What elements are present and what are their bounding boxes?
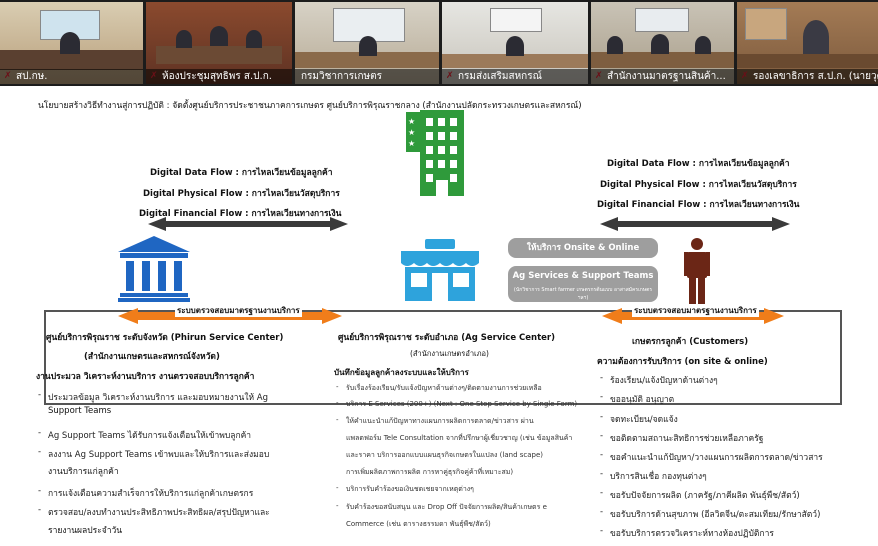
ag-services-pill-title: Ag Services & Support Teams [512,271,654,281]
video-tile[interactable]: ✗ ห้องประชุมสุทธิพร ส.ป.ก. [146,2,292,84]
col3-heading: ความต้องการรับบริการ (on site & online) [597,357,768,367]
col3-item: ขอติดตามสถานะสิทธิการช่วยเหลือภาครัฐ [600,431,763,445]
col2-item: บริการ E Services (200+) (Next : One Sto… [336,399,577,410]
col3-title: เกษตรกรลูกค้า (Customers) [632,337,749,347]
monitor-label-left: ระบบตรวจสอบมาตรฐานงานบริการ [175,304,302,317]
participant-name: รองเลขาธิการ ส.ป.ก. (นายวุฒิ... [737,69,878,84]
col1-item-cont: รายงานผลประจำวัน [48,526,123,536]
col2-item-cont: Commerce (เช่น ตารางธรรมดา พันธุ์พืช/สัต… [346,520,491,528]
col2-item-cont: และราคา บริการออกแบบแผนธุรกิจเกษตรในแปลง… [346,451,544,459]
flow-text-right-3: Digital Financial Flow : การไหลเวียนทางก… [597,200,800,210]
col1-item: Ag Support Teams ได้รับการแจ้งเตือนให้เข… [38,428,251,442]
col3-item: บริการสินเชื่อ กองทุนต่างๆ [600,469,707,483]
col1-heading: งานประมวล วิเคราะห์งานบริการ งานตรวจสอบบ… [36,372,255,382]
col2-item: บริการรับคำร้องขอเงินชดเชยจากเหตุต่างๆ [336,484,474,495]
col1-item-cont: งานบริการแก่ลูกค้า [48,467,119,477]
col1-subtitle: (สำนักงานเกษตรและสหกรณ์จังหวัด) [84,352,220,362]
ag-services-pill-sub: (นักวิชาการ Smart farmer เกษตรกรต้นแบบ อ… [513,287,653,301]
video-tile-strip: ✗ สป.กษ. ✗ ห้องประชุมสุทธิพร ส.ป.ก. กรมว… [0,0,878,86]
flow-text-left-1: Digital Data Flow : การไหลเวียนข้อมูลลูก… [150,168,333,178]
col2-item-cont: การเพิ่มผลิตภาพการผลิต การหาคู่ธุรกิจคู่… [346,468,514,476]
video-tile[interactable]: ✗ กรมส่งเสริมสหกรณ์ [442,2,588,84]
col1-item: ตรวจสอบ/ลงบทำงานประสิทธิภาพประสิทธิผล/สร… [38,505,270,519]
shared-slide: นโยบายสร้างวิธีทำงานสู่การปฏิบัติ : จัดต… [0,86,878,546]
col1-title: ศูนย์บริการพิรุณราช ระดับจังหวัด (Phirun… [46,333,284,343]
flow-arrow-right [600,217,790,231]
flow-text-right-2: Digital Physical Flow : การไหลเวียนวัสดุ… [600,180,797,190]
customer-person-icon [684,238,710,306]
office-building-icon: ★ ★ ★ [406,110,464,196]
ag-services-pill: Ag Services & Support Teams (นักวิชาการ … [508,266,658,302]
col1-item: การแจ้งเตือนความสำเร็จการให้บริการแก่ลูก… [38,486,253,500]
col2-subtitle: (สำนักงานเกษตรอำเภอ) [410,349,489,358]
svg-text:★: ★ [408,139,415,148]
participant-name: กรมส่งเสริมสหกรณ์ [442,69,588,84]
col3-item: ขอรับบริการด้านสุขภาพ (อีลวิดจีน/ตะสมเที… [600,507,820,521]
col2-item: รับคำร้องขอสนับสนุน และ Drop Off ปัจจัยก… [336,502,547,513]
col3-item: จดทะเบียน/จดแจ้ง [600,412,678,426]
participant-name: ห้องประชุมสุทธิพร ส.ป.ก. [146,69,292,84]
video-tile[interactable]: กรมวิชาการเกษตร [295,2,439,84]
flow-text-right-1: Digital Data Flow : การไหลเวียนข้อมูลลูก… [607,159,790,169]
col2-item-cont: แพลตฟอร์ม Tele Consultation จากที่ปรึกษา… [346,434,573,442]
svg-text:★: ★ [408,128,415,137]
participant-name: กรมวิชาการเกษตร [295,69,439,84]
video-tile[interactable]: ✗ สป.กษ. [0,2,143,84]
svg-text:★: ★ [408,117,415,126]
flow-arrow-left [148,217,348,231]
col3-item: ขอรับปัจจัยการผลิต (ภาครัฐ/ภาคีผลิต พันธ… [600,488,800,502]
monitor-label-right: ระบบตรวจสอบมาตรฐานงานบริการ [632,304,759,317]
video-tile[interactable]: ✗ สำนักงานมาตรฐานสินค้า... [591,2,734,84]
col3-item: ขออนุมัติ อนุญาต [600,392,674,406]
participant-name: สำนักงานมาตรฐานสินค้า... [591,69,734,84]
col1-item: ประมวลข้อมูล วิเคราะห์งานบริการ และมอบหม… [38,390,268,404]
col1-item: ลงงาน Ag Support Teams เข้าพบและให้บริกา… [38,447,269,461]
col2-item: ให้คำแนะนำแก้ปัญหาทางแผนการผลิตการตลาด/ข… [336,416,534,427]
institution-icon [118,236,190,302]
col2-title: ศูนย์บริการพิรุณราช ระดับอำเภอ (Ag Servi… [338,333,556,343]
service-shop-icon [401,239,479,301]
col2-heading: บันทึกข้อมูลลูกค้าลงระบบและให้บริการ [334,368,469,377]
col3-item: ร้องเรียน/แจ้งปัญหาด้านต่างๆ [600,373,718,387]
col1-item-cont: Support Teams [48,406,112,416]
slide-title: นโยบายสร้างวิธีทำงานสู่การปฏิบัติ : จัดต… [38,101,582,111]
col3-item: ขอคำแนะนำแก้ปัญหา/วางแผนการผลิตการตลาด/ข… [600,450,823,464]
video-tile[interactable]: ✗ รองเลขาธิการ ส.ป.ก. (นายวุฒิ... [737,2,878,84]
col2-item: รับเรื่องร้องเรียน/รับแจ้งปัญหาด้านต่างๆ… [336,383,542,394]
service-onsite-online-pill: ให้บริการ Onsite & Online [508,238,658,258]
flow-text-left-2: Digital Physical Flow : การไหลเวียนวัสดุ… [143,189,340,199]
flow-text-left-3: Digital Financial Flow : การไหลเวียนทางก… [139,209,342,219]
col3-item: ขอรับบริการตรวจวิเคราะห์ทางห้องปฏิบัติกา… [600,526,774,540]
participant-name: สป.กษ. [0,69,143,84]
